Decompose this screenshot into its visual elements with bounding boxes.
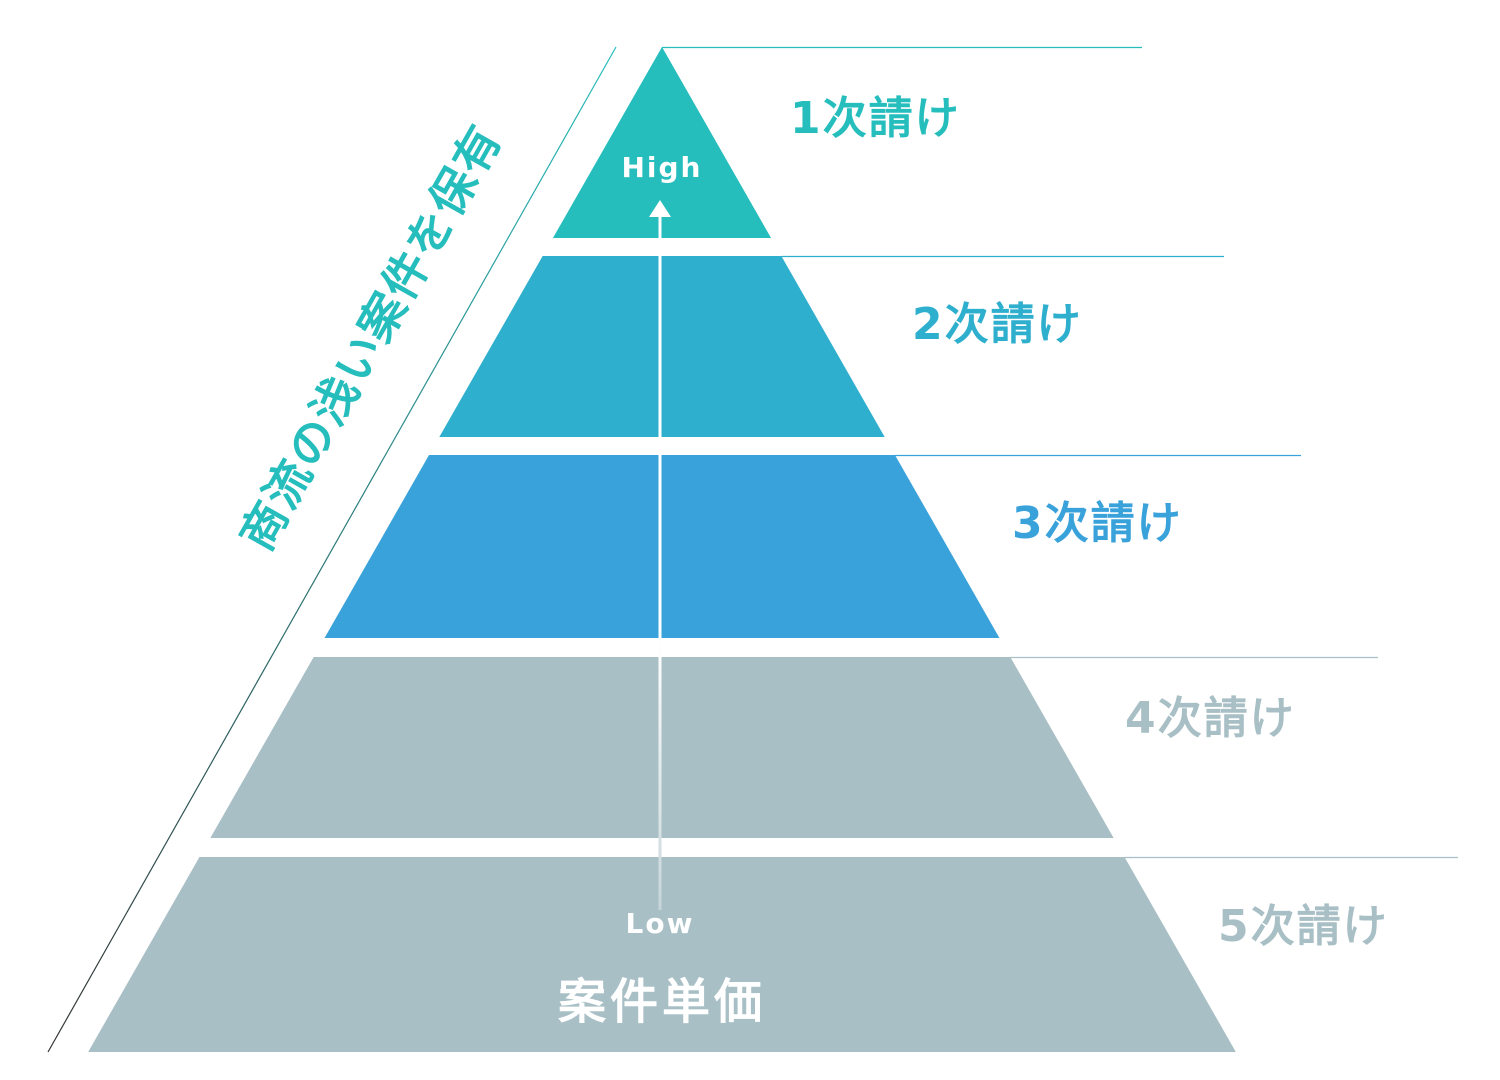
pyramid-tier-2: [439, 256, 885, 437]
high-label: High: [621, 151, 702, 184]
pyramid-tier-1: [552, 47, 772, 238]
pyramid-tier-5: [88, 857, 1236, 1052]
tier-label-4: 4次請け: [1125, 693, 1296, 744]
axis-title: 案件単価: [558, 974, 766, 1030]
tier-label-5: 5次請け: [1218, 901, 1389, 952]
pyramid-tier-3: [324, 455, 1000, 638]
diagonal-divider-line: [47, 46, 617, 1053]
tier-label-2: 2次請け: [912, 299, 1083, 350]
arrow-head-icon: [649, 200, 671, 217]
tier-label-1: 1次請け: [790, 93, 961, 144]
low-label: Low: [626, 907, 695, 940]
tier-label-3: 3次請け: [1012, 498, 1183, 549]
pyramid-tier-4: [210, 657, 1114, 838]
